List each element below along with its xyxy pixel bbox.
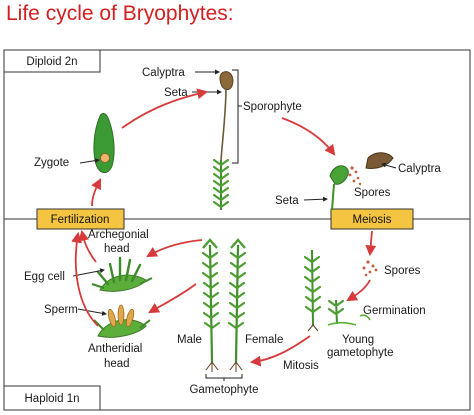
seta-right-label: Seta [275, 195, 299, 207]
sporophyte-label: Sporophyte [243, 101, 302, 113]
spores-lower-label: Spores [384, 265, 421, 277]
diploid-label: Diploid 2n [26, 56, 77, 68]
zygote-label: Zygote [34, 157, 69, 169]
fertilization-label: Fertilization [51, 214, 110, 226]
antheridial-head-illustration [93, 304, 151, 338]
male-gametophyte-illustration [201, 238, 221, 372]
meiosis-box [330, 208, 414, 230]
seta-right-pointer [303, 196, 328, 202]
arrow-gametophyte-to-archegonium [146, 239, 203, 258]
antheridial-head-label-1: Antheridial [88, 343, 142, 355]
zygote-illustration [93, 113, 115, 173]
male-label: Male [177, 334, 202, 346]
archegonial-head-illustration [91, 256, 153, 292]
spores-right-label: Spores [354, 187, 391, 199]
gametophyte-bracket [205, 374, 243, 381]
cycle-arrows [71, 88, 377, 367]
female-gametophyte-illustration [227, 238, 247, 372]
female-label: Female [245, 334, 283, 346]
arrow-fertilization-to-zygote [91, 178, 101, 207]
egg-cell-pointer [72, 268, 105, 277]
sporophyte-illustration [212, 71, 234, 210]
seta-top-label: Seta [164, 87, 188, 99]
outer-frame [3, 49, 471, 411]
spores-lower-illustration [362, 260, 378, 277]
young-gametophyte-label-1: Young [342, 334, 374, 346]
calyptra-top-label: Calyptra [142, 67, 185, 79]
egg-cell-label: Egg cell [24, 271, 65, 283]
gametophyte-label: Gametophyte [189, 384, 258, 396]
archegonial-head-label-1: Archegonial [88, 229, 149, 241]
germination-label: Germination [363, 305, 426, 317]
diploid-label-box [3, 49, 101, 73]
mitosis-label: Mitosis [283, 360, 319, 372]
arrow-young-to-gametophyte [249, 335, 311, 367]
meiosis-label: Meiosis [353, 214, 392, 226]
haploid-label: Haploid 1n [25, 393, 80, 405]
arrow-zygote-to-sporophyte [121, 88, 209, 129]
zygote-pointer [79, 158, 100, 164]
page-title: Life cycle of Bryophytes: [6, 2, 234, 25]
arrow-archegonium-to-fertilization [78, 229, 97, 263]
young-gametophyte-label-2: gametophyte [327, 347, 394, 359]
arrow-meiosis-to-spores [365, 230, 377, 257]
young-gametophyte-illustration [303, 249, 371, 332]
archegonial-head-label-2: head [104, 243, 130, 255]
fertilization-box [36, 208, 125, 230]
antheridial-head-label-2: head [104, 358, 130, 370]
calyptra-right-label: Calyptra [398, 163, 441, 175]
arrow-sporophyte-to-capsule [281, 117, 336, 156]
sperm-label: Sperm [44, 304, 78, 316]
haploid-label-box [3, 385, 101, 411]
arrow-antheridium-to-fertilization [71, 231, 99, 327]
calyptra-right-pointer [381, 162, 397, 169]
arrow-spores-to-germination [346, 279, 371, 302]
arrow-gametophyte-to-antheridium [148, 283, 197, 314]
sperm-pointer [77, 308, 107, 316]
sporophyte-bracket [232, 69, 242, 164]
capsule-illustration [329, 152, 394, 211]
